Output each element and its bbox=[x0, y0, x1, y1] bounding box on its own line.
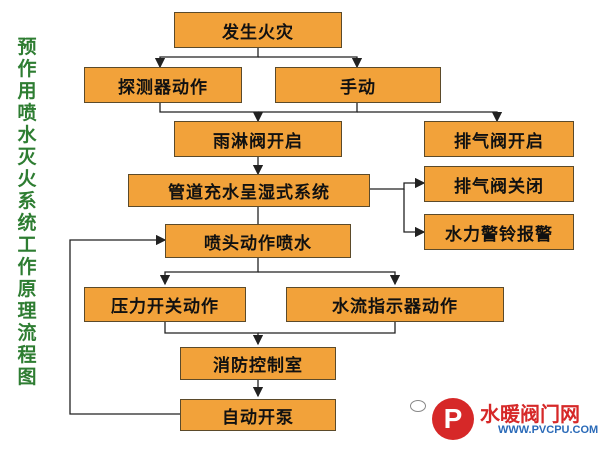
node-exhaust-open: 排气阀开启 bbox=[424, 121, 574, 157]
logo-name: 水暖阀门网 bbox=[480, 402, 580, 426]
node-exhaust-close: 排气阀关闭 bbox=[424, 166, 574, 202]
node-manual: 手动 bbox=[275, 67, 441, 103]
watermark-logo: P 水暖阀门网 WWW.PVCPU.COM bbox=[418, 396, 598, 448]
node-flow-indicator: 水流指示器动作 bbox=[286, 287, 504, 322]
node-control-room: 消防控制室 bbox=[180, 347, 336, 380]
node-deluge-valve: 雨淋阀开启 bbox=[174, 121, 342, 157]
node-detector: 探测器动作 bbox=[84, 67, 242, 103]
logo-url: WWW.PVCPU.COM bbox=[498, 424, 599, 436]
node-fire: 发生火灾 bbox=[174, 12, 342, 48]
node-sprinkler: 喷头动作喷水 bbox=[165, 224, 351, 258]
node-alarm-bell: 水力警铃报警 bbox=[424, 214, 574, 250]
node-pump-start: 自动开泵 bbox=[180, 399, 336, 431]
node-pipe-fill: 管道充水呈湿式系统 bbox=[128, 174, 370, 207]
logo-p-icon: P bbox=[432, 398, 474, 440]
vertical-title: 预作用喷水灭火系统工作原理流程图 bbox=[17, 36, 37, 388]
wechat-icon bbox=[410, 400, 426, 412]
node-pressure-switch: 压力开关动作 bbox=[84, 287, 246, 322]
